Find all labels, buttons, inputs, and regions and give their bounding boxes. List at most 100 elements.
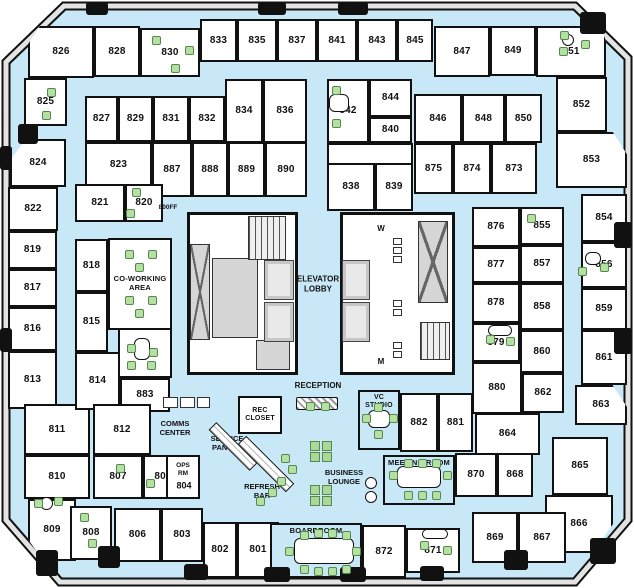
chair-icon — [328, 567, 337, 576]
room-808: 808 — [70, 506, 112, 560]
wall-column — [580, 12, 606, 34]
chair-icon — [578, 267, 587, 276]
chair-icon — [152, 36, 161, 45]
chair-icon — [116, 464, 125, 473]
wall-column — [98, 546, 120, 568]
room-836: 836 — [263, 79, 307, 143]
room-819: 819 — [8, 231, 57, 269]
chair-icon — [47, 88, 56, 97]
wall-column — [0, 146, 12, 170]
chair-icon — [418, 459, 427, 468]
room-821: 821 — [75, 184, 125, 222]
chair-icon — [171, 64, 180, 73]
wall-column — [504, 550, 528, 570]
label-restroom-w: W — [377, 224, 385, 234]
room-807: 807 — [93, 455, 143, 499]
room-816: 816 — [8, 307, 57, 351]
room-864: 864 — [475, 413, 540, 455]
chair-icon — [362, 414, 371, 423]
room-832: 832 — [189, 96, 225, 142]
room-838: 838 — [327, 163, 375, 211]
room-828: 828 — [94, 26, 140, 77]
room-889: 889 — [228, 142, 265, 197]
chair-icon — [352, 547, 361, 556]
room-881: 881 — [438, 393, 473, 452]
label-business-lounge: BUSINESS LOUNGE — [324, 468, 364, 486]
chair-icon — [149, 348, 158, 357]
chair-icon — [374, 403, 383, 412]
room-806: 806 — [114, 508, 161, 562]
restroom-fixture-icon — [393, 238, 402, 245]
room-880: 880 — [472, 362, 522, 414]
chair-icon — [560, 31, 569, 40]
chair-icon — [135, 309, 144, 318]
chair-icon — [146, 479, 155, 488]
lounge-table-icon — [310, 452, 320, 462]
elevator-car — [342, 260, 370, 300]
room-852: 852 — [556, 77, 607, 132]
table-icon — [296, 397, 338, 410]
staircase — [420, 322, 450, 360]
chair-icon — [185, 46, 194, 55]
chair-icon — [600, 263, 609, 272]
chair-icon — [389, 414, 398, 423]
mechanical-room — [212, 258, 258, 338]
room-803: 803 — [161, 508, 203, 562]
chair-icon — [256, 497, 265, 506]
chair-icon — [432, 459, 441, 468]
staircase — [248, 216, 286, 260]
room-822: 822 — [8, 187, 58, 231]
room-811: 811 — [24, 404, 90, 455]
chair-icon — [306, 402, 315, 411]
room-882: 882 — [400, 393, 438, 452]
wall-column — [590, 538, 616, 564]
room-868: 868 — [497, 453, 533, 497]
room-874: 874 — [453, 143, 491, 194]
label-reception: RECEPTION — [294, 381, 342, 391]
chair-icon — [148, 250, 157, 259]
room-817: 817 — [8, 269, 57, 307]
lounge-table-icon — [310, 496, 320, 506]
room-859: 859 — [581, 288, 627, 330]
chair-icon — [432, 491, 441, 500]
room-846: 846 — [414, 94, 462, 143]
restroom-fixture-icon — [393, 247, 402, 254]
chair-icon — [125, 250, 134, 259]
chair-icon — [420, 541, 429, 550]
room-829: 829 — [118, 96, 153, 142]
room-857: 857 — [520, 245, 564, 283]
label-refresh-bar: REFRESH BAR — [244, 482, 280, 500]
room-802: 802 — [203, 522, 237, 578]
room-810: 810 — [24, 455, 90, 499]
chair-icon — [288, 465, 297, 474]
wall-column — [36, 550, 58, 576]
room-vestibule — [327, 143, 413, 165]
lounge-table-icon — [322, 452, 332, 462]
room-opsrm — [166, 455, 200, 499]
chair-icon — [342, 531, 351, 540]
equipment-rack-icon — [197, 397, 210, 408]
chair-icon — [314, 529, 323, 538]
chair-icon — [277, 477, 286, 486]
room-870: 870 — [455, 453, 497, 497]
room-834: 834 — [225, 79, 263, 143]
wall-column — [86, 2, 108, 15]
label-restroom-m: M — [377, 357, 385, 367]
room-812: 812 — [93, 404, 151, 455]
chair-icon — [389, 471, 398, 480]
room-837: 837 — [277, 19, 317, 62]
room-855: 855 — [520, 207, 564, 245]
chair-icon — [125, 296, 134, 305]
room-860: 860 — [520, 330, 564, 373]
chair-icon — [418, 491, 427, 500]
chair-icon — [404, 459, 413, 468]
room-814: 814 — [75, 352, 120, 410]
chair-icon — [486, 335, 495, 344]
room-840: 840 — [369, 117, 412, 143]
chair-icon — [127, 344, 136, 353]
chair-icon — [80, 513, 89, 522]
chair-icon — [281, 454, 290, 463]
mechanical-room — [256, 340, 290, 370]
chair-icon — [42, 111, 51, 120]
wall-column — [264, 567, 290, 582]
